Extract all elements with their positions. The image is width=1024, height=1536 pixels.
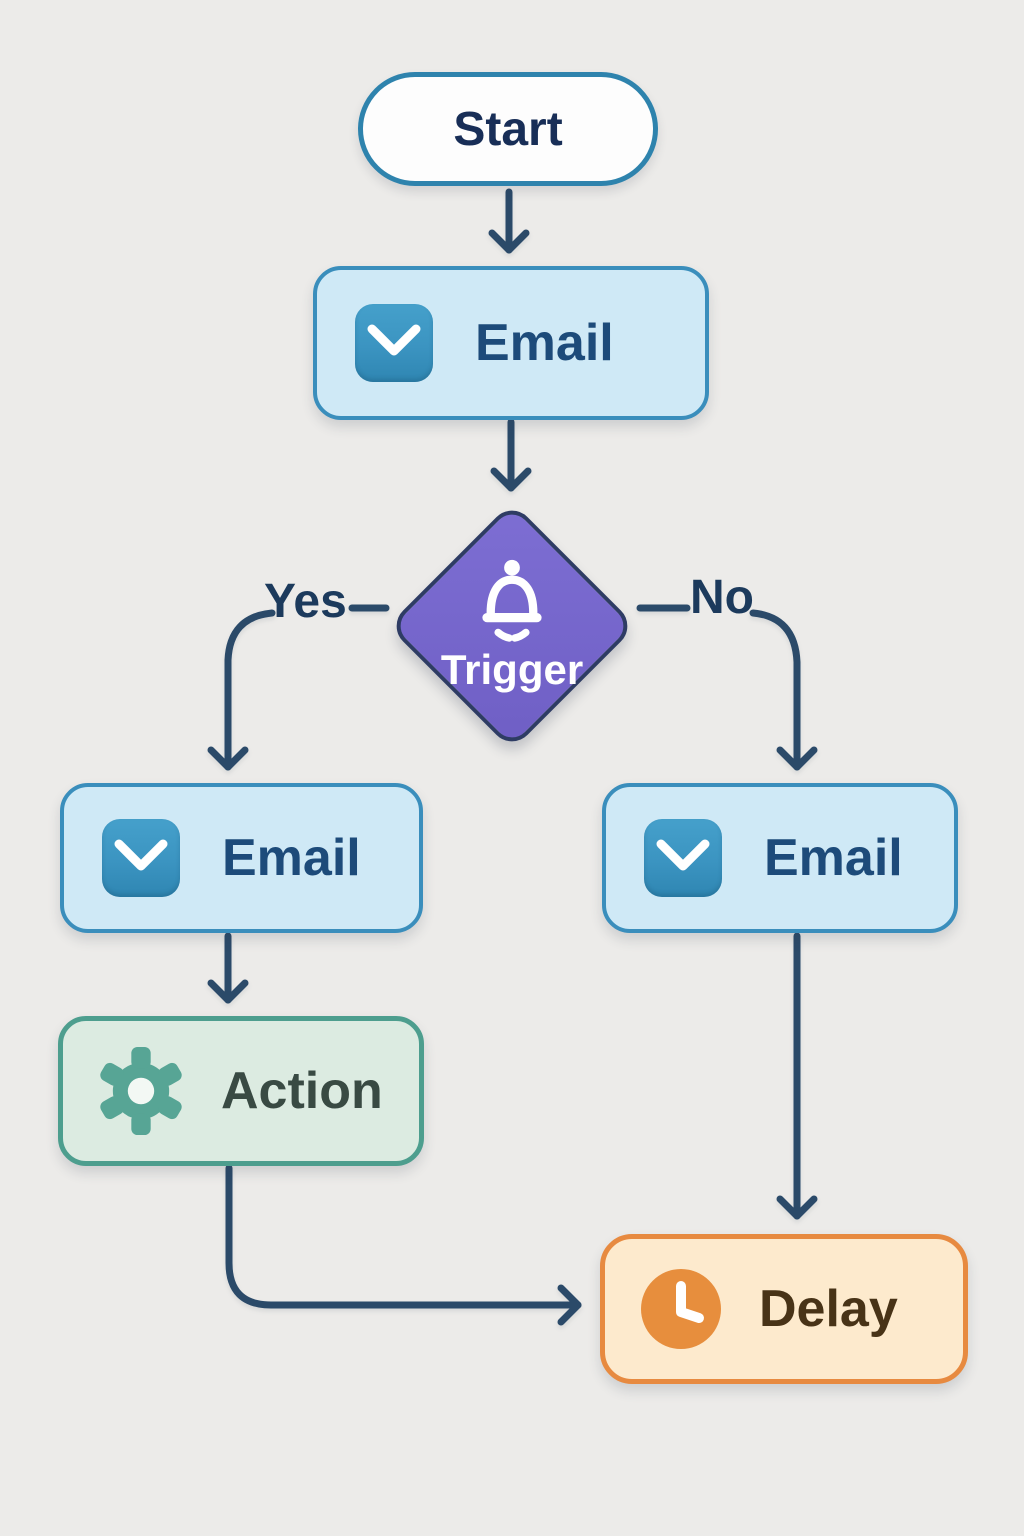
envelope-icon (355, 304, 433, 382)
node-email-no: Email (602, 783, 958, 933)
node-email-top: Email (313, 266, 709, 420)
gear-icon (97, 1047, 185, 1135)
envelope-icon (644, 819, 722, 897)
start-label: Start (453, 102, 563, 156)
node-delay: Delay (600, 1234, 968, 1384)
clock-icon (641, 1269, 721, 1349)
edge-no-to-email-right (749, 609, 818, 771)
email-yes-label: Email (222, 829, 361, 887)
branch-label-yes: Yes (264, 575, 347, 628)
trigger-label: Trigger (440, 646, 584, 693)
delay-label: Delay (759, 1280, 898, 1338)
bell-icon (475, 558, 549, 644)
action-label: Action (221, 1062, 383, 1120)
envelope-icon (102, 819, 180, 897)
email-no-label: Email (764, 829, 903, 887)
node-start: Start (358, 72, 658, 186)
trigger-content: Trigger (428, 542, 596, 710)
branch-label-no: No (690, 571, 754, 624)
node-action: Action (58, 1016, 424, 1166)
node-email-yes: Email (60, 783, 423, 933)
edge-yes-to-email-left (207, 609, 276, 771)
node-trigger: Trigger (387, 501, 637, 751)
edge-action-to-delay (225, 1164, 582, 1326)
email-top-label: Email (475, 314, 614, 372)
